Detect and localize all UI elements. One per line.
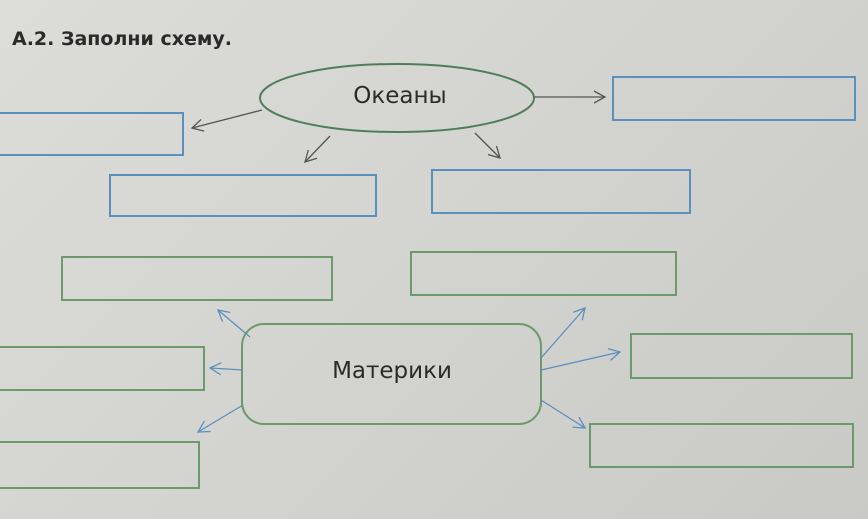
answer-box-ocean-1 [0,112,184,156]
arrow [540,347,622,371]
arrow [540,306,586,359]
continents-label: Материки [332,358,452,384]
answer-box-ocean-3 [431,169,691,214]
arrow [196,404,244,433]
continents-box [241,323,542,425]
answer-box-continent-1 [61,256,333,301]
answer-box-continent-3 [0,346,205,391]
answer-box-continent-2 [410,251,677,296]
oceans-ellipse [259,63,535,133]
answer-box-ocean-4 [612,76,856,121]
oceans-label: Океаны [353,83,447,109]
arrow [540,399,587,429]
exercise-title: А.2. Заполни схему. [12,28,232,50]
answer-box-continent-4 [630,333,853,379]
arrow [474,132,501,159]
arrow [208,362,244,376]
arrow [216,309,251,338]
arrow [190,109,263,132]
answer-box-continent-5 [589,423,854,468]
answer-box-ocean-2 [109,174,377,217]
answer-box-continent-6 [0,441,200,489]
arrow [304,135,331,163]
